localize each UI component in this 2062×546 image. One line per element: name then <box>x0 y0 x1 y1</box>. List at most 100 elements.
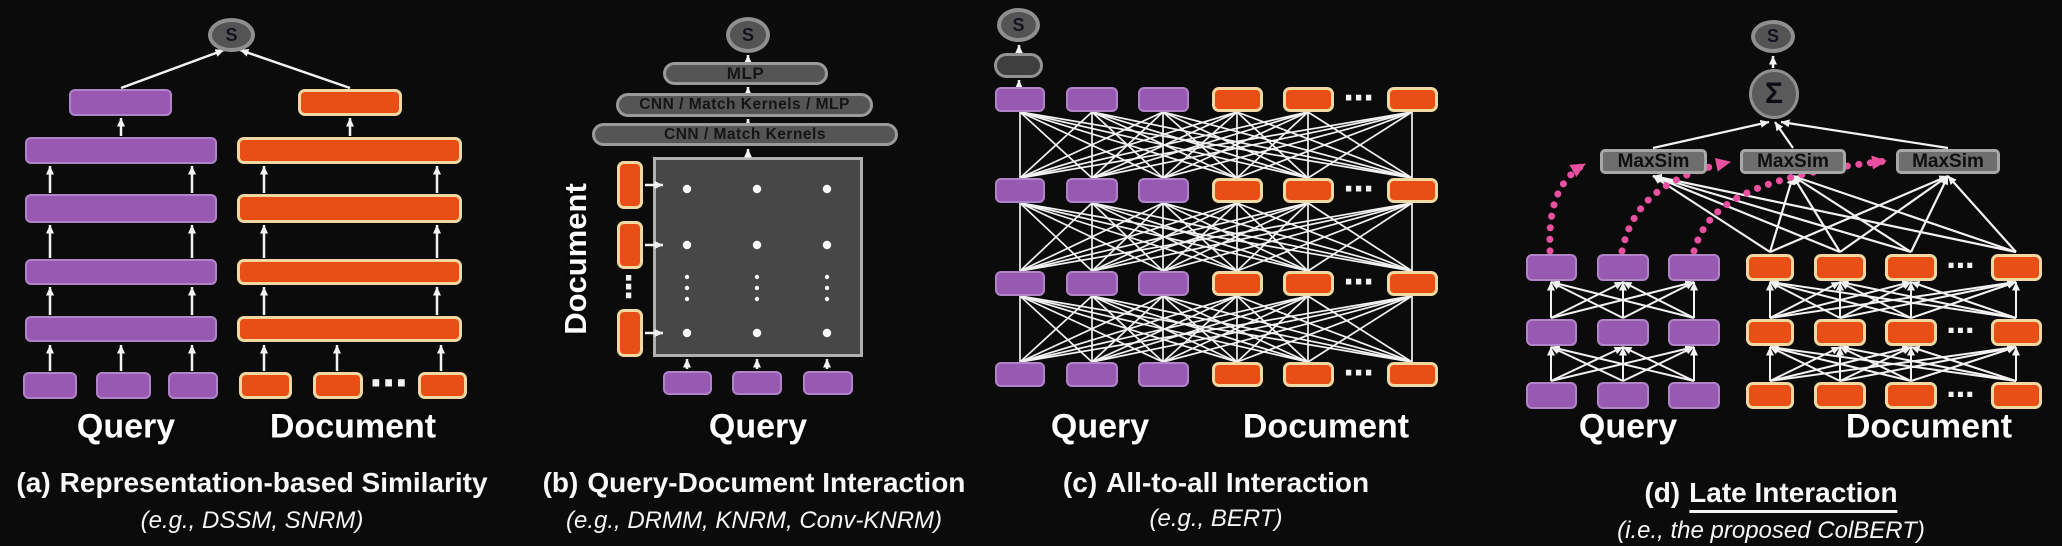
document-token-block-d-r1-4 <box>1991 254 2042 281</box>
caption-a: (a)Representation-based Similarity <box>16 467 487 499</box>
document-token-block-c-r4-2 <box>1283 362 1334 387</box>
query-token-block-d-r3-2 <box>1597 382 1649 409</box>
query-token-block-c-r4-3 <box>1138 362 1189 387</box>
query-token-block-c-r3-1 <box>995 271 1045 296</box>
query-token-block-d-r1-3 <box>1668 254 1720 281</box>
query-token-block-d-r2-1 <box>1526 319 1577 346</box>
document-tokens-ellipsis-c-row3: ⋯ <box>1343 265 1377 300</box>
document-tokens-ellipsis-d-row2: ⋯ <box>1946 314 1978 347</box>
query-token-block-b-2 <box>732 371 782 395</box>
subcaption-c: (e.g., BERT) <box>1149 505 1283 532</box>
document-tokens-ellipsis-c-row4: ⋯ <box>1343 356 1377 391</box>
document-token-block-c-r3-1 <box>1212 271 1263 296</box>
query-token-block-d-r3-3 <box>1668 382 1720 409</box>
query-label-d: Query <box>1578 407 1678 446</box>
query-layer-bar-a-3 <box>25 259 217 285</box>
query-token-block-b-3 <box>803 371 853 395</box>
document-token-block-c-r1-1 <box>1212 87 1263 112</box>
document-token-block-d-r2-3 <box>1885 319 1937 346</box>
subcaption-b: (e.g., DRMM, KNRM, Conv-KNRM) <box>565 507 943 534</box>
score-node-b: S <box>726 17 770 53</box>
document-tokens-ellipsis-c-row2: ⋯ <box>1343 172 1377 207</box>
document-token-block-c-r3-2 <box>1283 271 1334 296</box>
document-tokens-ellipsis-a: ⋯ <box>369 361 411 405</box>
score-label-b: S <box>741 24 754 45</box>
query-token-block-c-r3-2 <box>1066 271 1118 296</box>
query-token-block-c-r2-3 <box>1138 178 1189 203</box>
query-token-block-c-r1-1 <box>995 87 1045 112</box>
document-token-block-d-r3-2 <box>1814 382 1866 409</box>
document-layer-bar-a-2 <box>237 194 462 223</box>
document-token-block-c-r1-3 <box>1387 87 1438 112</box>
query-token-block-c-r2-1 <box>995 178 1045 203</box>
query-token-block-d-r3-1 <box>1526 382 1577 409</box>
caption-d-prefix: (d) <box>1644 477 1681 508</box>
query-pooled-block-a <box>69 89 172 116</box>
query-layer-bar-a-4 <box>25 316 217 342</box>
document-label-a: Document <box>269 407 437 446</box>
document-token-block-c-r2-3 <box>1387 178 1438 203</box>
caption-c-text: All-to-all Interaction <box>1106 467 1370 498</box>
caption-b: (b) Query-Document Interaction <box>543 467 966 499</box>
query-label-a: Query <box>76 407 176 446</box>
caption-a-prefix: (a) <box>16 467 51 498</box>
document-tokens-ellipsis-d-row3: ⋯ <box>1946 378 1978 411</box>
document-token-block-d-r3-3 <box>1885 382 1937 409</box>
score-label-a: S <box>225 24 238 45</box>
caption-d-text: Late Interaction <box>1689 477 1898 513</box>
query-layer-bar-a-2 <box>25 194 217 223</box>
document-token-block-c-r2-2 <box>1283 178 1334 203</box>
document-token-block-b-2 <box>617 221 643 269</box>
document-tokens-ellipsis-c-row1: ⋯ <box>1343 81 1377 116</box>
query-token-block-a-2 <box>96 372 151 399</box>
document-token-block-d-r2-4 <box>1991 319 2042 346</box>
cnn-match-kernels-pill: CNN / Match Kernels <box>592 123 898 146</box>
subcaption-d: (i.e., the proposed ColBERT) <box>1617 517 1925 544</box>
query-token-block-b-1 <box>663 371 712 395</box>
query-token-block-d-r2-3 <box>1668 319 1720 346</box>
document-token-block-d-r2-2 <box>1814 319 1866 346</box>
maxsim-box-3: MaxSim <box>1896 149 2000 174</box>
document-layer-bar-a-3 <box>237 259 462 285</box>
document-token-block-a-3 <box>418 372 467 399</box>
query-token-block-a-3 <box>168 372 218 399</box>
document-label-b: Document <box>558 183 593 335</box>
subcaption-a: (e.g., DSSM, SNRM) <box>140 507 364 534</box>
document-token-block-d-r1-3 <box>1885 254 1937 281</box>
query-label-b: Query <box>708 407 808 446</box>
document-token-block-d-r3-4 <box>1991 382 2042 409</box>
document-token-block-b-1 <box>617 161 643 209</box>
document-token-block-c-r3-3 <box>1387 271 1438 296</box>
document-token-block-d-r3-1 <box>1746 382 1794 409</box>
query-token-block-c-r3-3 <box>1138 271 1189 296</box>
score-node-c: S <box>997 8 1040 42</box>
maxsim-box-1: MaxSim <box>1600 149 1707 174</box>
document-token-block-a-1 <box>239 372 292 399</box>
document-token-block-c-r4-1 <box>1212 362 1263 387</box>
document-token-block-d-r1-2 <box>1814 254 1866 281</box>
document-token-block-c-r4-3 <box>1387 362 1438 387</box>
query-token-block-d-r2-2 <box>1597 319 1649 346</box>
document-layer-bar-a-4 <box>237 316 462 342</box>
caption-b-text: Query-Document Interaction <box>587 467 966 498</box>
score-label-c: S <box>1012 14 1025 35</box>
query-token-block-c-r2-2 <box>1066 178 1118 203</box>
query-token-block-c-r4-2 <box>1066 362 1118 387</box>
query-label-c: Query <box>1050 407 1150 446</box>
document-token-block-c-r1-2 <box>1283 87 1334 112</box>
document-layer-bar-a-1 <box>237 137 462 164</box>
sum-node: Σ <box>1749 69 1799 119</box>
query-token-block-a-1 <box>23 372 77 399</box>
query-token-block-c-r1-2 <box>1066 87 1118 112</box>
score-node-a: S <box>208 18 255 52</box>
caption-c-prefix: (c) <box>1062 467 1098 498</box>
caption-b-prefix: (b) <box>542 467 579 498</box>
document-label-c: Document <box>1242 407 1410 446</box>
document-token-block-c-r2-1 <box>1212 178 1263 203</box>
document-tokens-ellipsis-b: ⋮ <box>613 270 647 305</box>
document-pooled-block-a <box>298 89 402 116</box>
query-token-block-c-r1-3 <box>1138 87 1189 112</box>
document-tokens-ellipsis-d-row1: ⋯ <box>1946 249 1978 282</box>
